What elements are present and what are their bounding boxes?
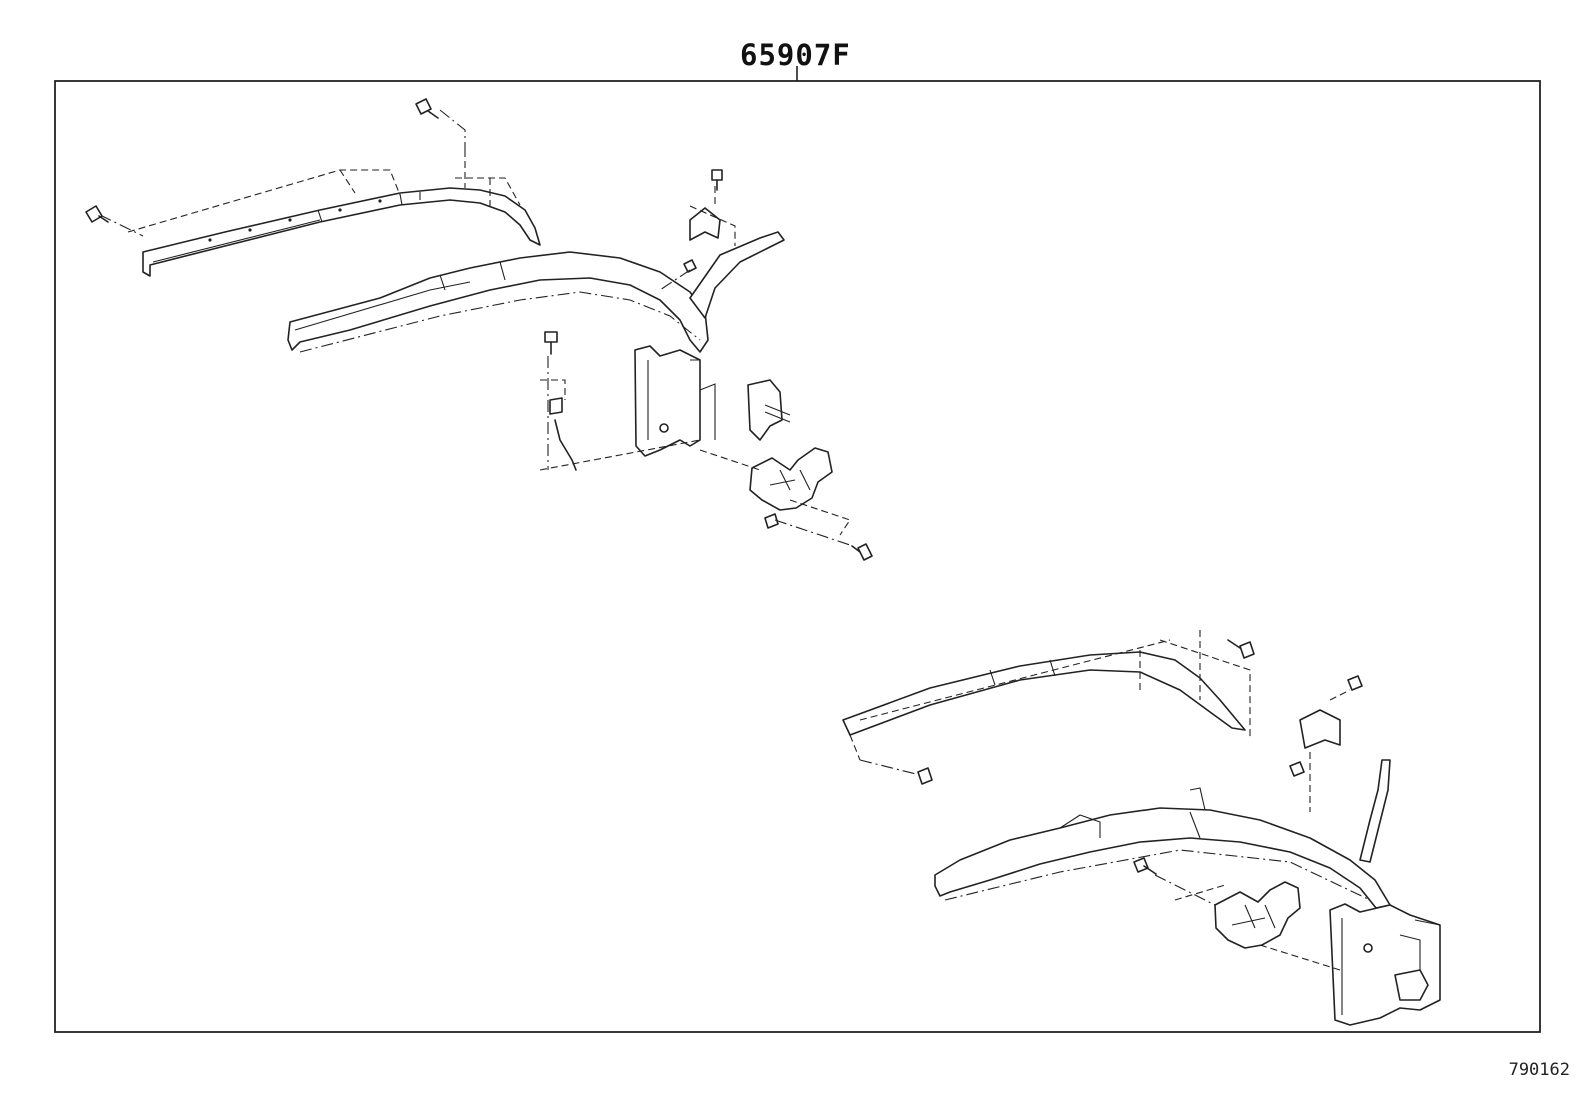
bolt-icon — [851, 543, 873, 561]
lower-support-main — [934, 807, 1391, 909]
lower-upper-rail — [842, 651, 1246, 736]
actuator-motor — [749, 447, 833, 511]
upper-support-main — [287, 251, 709, 353]
bolt-icon — [683, 259, 697, 273]
bolt-icon — [415, 98, 439, 119]
bolt-icon — [1347, 675, 1363, 691]
bolt-icon — [711, 169, 723, 191]
bolt-icon — [85, 205, 109, 223]
lower-right-assembly — [842, 630, 1441, 1026]
reference-id: 790162 — [1508, 1060, 1570, 1080]
bolt-icon — [917, 767, 933, 785]
lower-bracket-plate — [634, 345, 701, 457]
bolt-icon — [1133, 857, 1157, 875]
lower-actuator-motor — [1214, 881, 1301, 949]
upper-rail — [142, 187, 541, 277]
rail-holes — [208, 199, 382, 242]
part-number-label: 65907F — [740, 38, 851, 72]
bolt-icon — [1289, 761, 1305, 777]
bolt-icon — [1227, 639, 1255, 659]
bolt-icon — [544, 331, 558, 355]
upper-left-assembly — [85, 98, 873, 561]
